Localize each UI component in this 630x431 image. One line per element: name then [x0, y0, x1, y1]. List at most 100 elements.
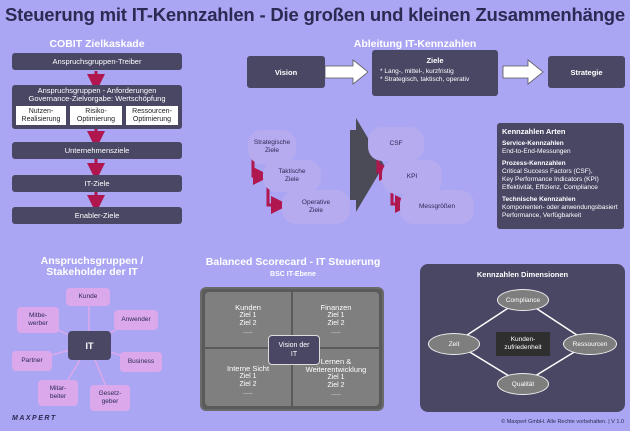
blob-line: Taktische — [278, 168, 306, 175]
bsc-quadrant-title: Interne Sicht — [226, 364, 270, 373]
footer-copyright: © Maxpert GmbH. Alle Rechte vorbehalten.… — [501, 419, 624, 425]
bsc-goal-more: ..... — [243, 328, 253, 335]
blob-line: KPI — [406, 173, 418, 180]
cobit-box-label: Unternehmensziele — [64, 146, 130, 155]
bsc-vision-line: Vision der — [278, 342, 310, 349]
bsc-goal: Ziel 1 — [327, 374, 345, 381]
dimension-label: Compliance — [505, 296, 541, 304]
stakeholder-business: Business — [120, 352, 162, 372]
bsc-quadrant-title: Lernen & — [320, 357, 352, 366]
blob-line: CSF — [389, 140, 403, 147]
blob-line: Ziele — [264, 147, 280, 154]
stakeholder-label: Partner — [21, 357, 43, 364]
ableitung-vision-box: Vision — [247, 56, 325, 88]
stakeholder-kunde: Kunde — [66, 288, 110, 306]
bsc-goal: Ziel 2 — [327, 320, 345, 327]
cobit-sub-line: Optimierung — [132, 115, 172, 123]
cobit-box-it-ziele: IT-Ziele — [12, 175, 182, 192]
bsc-goal: Ziel 1 — [239, 373, 257, 380]
cobit-sub-line: Realisierung — [21, 115, 61, 123]
dimension-compliance: Compliance — [497, 289, 549, 311]
bsc-panel: Kunden Ziel 1 Ziel 2 ..... Finanzen Ziel… — [200, 287, 384, 411]
blob-messgroessen: Messgrößen — [400, 190, 474, 224]
cobit-sub-ressourcen: Ressourcen-Optimierung — [126, 106, 178, 125]
dimension-center-kundenzufriedenheit: Kunden-zufriedenheit — [496, 332, 550, 356]
dimension-label: Qualität — [511, 380, 535, 388]
blob-line: Strategische — [253, 139, 291, 146]
ableitung-vision-label: Vision — [274, 67, 298, 77]
stakeholder-mitbewerber: Mitbe-werber — [17, 307, 59, 333]
ableitung-ziele-bullet: * Lang-, mittel-, kurzfristig — [380, 68, 454, 75]
stakeholder-gesetzgeber: Gesetz-geber — [90, 385, 130, 411]
bsc-goal-more: ..... — [331, 328, 341, 335]
stakeholder-label: Mitar- — [49, 385, 67, 392]
ableitung-ziele-bullet: * Strategisch, taktisch, operativ — [380, 76, 470, 83]
ableitung-heading: Ableitung IT-Kennzahlen — [353, 38, 477, 50]
bsc-goal: Ziel 1 — [239, 312, 257, 319]
bsc-vision-line: IT — [290, 351, 298, 358]
arten-desc: Key Performance Indicators (KPI) — [502, 176, 599, 183]
page-title: Steuerung mit IT-Kennzahlen - Die großen… — [5, 4, 625, 25]
arten-desc: Critical Success Factors (CSF), — [502, 168, 593, 175]
dimension-zeit: Zeit — [428, 333, 480, 355]
arten-desc: Performance, Verfügbarkeit — [502, 212, 582, 219]
blob-line: Ziele — [284, 176, 300, 183]
cobit-box-unternehmensziele: Unternehmensziele — [12, 142, 182, 159]
bsc-goal: Ziel 2 — [239, 320, 257, 327]
blob-kpi: KPI — [382, 160, 442, 194]
bsc-goal-more: ..... — [243, 389, 253, 396]
arten-panel: Kennzahlen Arten Service-Kennzahlen End-… — [497, 123, 624, 229]
bsc-subheading: BSC IT-Ebene — [270, 271, 316, 278]
cobit-sub-line: Nutzen- — [28, 107, 54, 115]
dimension-label: Ressourcen — [572, 340, 608, 348]
stakeholder-label: geber — [101, 398, 119, 405]
ableitung-strategie-label: Strategie — [570, 67, 603, 77]
cobit-box-label: IT-Ziele — [84, 179, 110, 188]
stakeholder-partner: Partner — [12, 351, 52, 371]
stakeholder-label: Gesetz- — [98, 390, 122, 397]
arten-desc: End-to-End-Messungen — [502, 148, 571, 155]
blob-line: Messgrößen — [418, 203, 456, 210]
bsc-quadrant-title: Weiterentwicklung — [305, 365, 367, 374]
cobit-box-anforderungen: Anspruchsgruppen - Anforderungen Governa… — [12, 85, 182, 129]
dimension-ressourcen: Ressourcen — [563, 333, 617, 355]
stakeholder-label: Business — [127, 358, 155, 365]
arten-title: Service-Kennzahlen — [502, 140, 564, 147]
ableitung-ziele-title: Ziele — [426, 56, 444, 65]
stakeholder-heading-line: Anspruchsgruppen / — [40, 255, 144, 267]
cobit-sub-nutzen: Nutzen-Realisierung — [16, 106, 66, 125]
dimension-center-line: Kunden- — [510, 336, 536, 343]
cobit-box-label: Enabler-Ziele — [74, 211, 120, 220]
dimensionen-heading: Kennzahlen Dimensionen — [476, 270, 569, 279]
bsc-goal: Ziel 2 — [239, 381, 257, 388]
bsc-goal: Ziel 2 — [327, 382, 345, 389]
bsc-quadrant-title: Kunden — [235, 303, 261, 312]
bsc-goal-more: ..... — [331, 390, 341, 397]
stakeholder-center-it: IT — [68, 331, 111, 360]
stakeholder-anwender: Anwender — [114, 310, 158, 330]
dimension-center-line: zufriedenheit — [504, 344, 542, 351]
dimension-label: Zeit — [448, 340, 460, 348]
bsc-heading: Balanced Scorecard - IT Steuerung — [205, 256, 381, 268]
cobit-box-line: Anspruchsgruppen - Anforderungen — [37, 86, 157, 95]
stakeholder-heading-line: Stakeholder der IT — [46, 266, 138, 278]
cobit-sub-line: Optimierung — [76, 115, 116, 123]
ableitung-ziele-box: Ziele * Lang-, mittel-, kurzfristig * St… — [372, 50, 498, 96]
arten-desc: Effektivität, Effizienz, Compliance — [502, 184, 598, 191]
arten-title: Technische Kennzahlen — [502, 196, 576, 203]
bsc-quadrant-title: Finanzen — [320, 303, 352, 312]
stakeholder-label: werber — [28, 320, 48, 327]
cobit-box-anspruchsgruppen-treiber: Anspruchsgruppen-Treiber — [12, 53, 182, 70]
footer-logo: MAXPERT — [12, 415, 57, 422]
ableitung-block-arrows — [324, 59, 544, 212]
cobit-box-line: Governance-Zielvorgabe: Wertschöpfung — [28, 94, 166, 103]
bsc-goal: Ziel 1 — [327, 312, 345, 319]
stakeholder-label: Anwender — [121, 316, 151, 323]
blob-line: Ziele — [308, 207, 324, 214]
stakeholder-label: Kunde — [78, 293, 98, 300]
cobit-box-label: Anspruchsgruppen-Treiber — [52, 57, 142, 66]
